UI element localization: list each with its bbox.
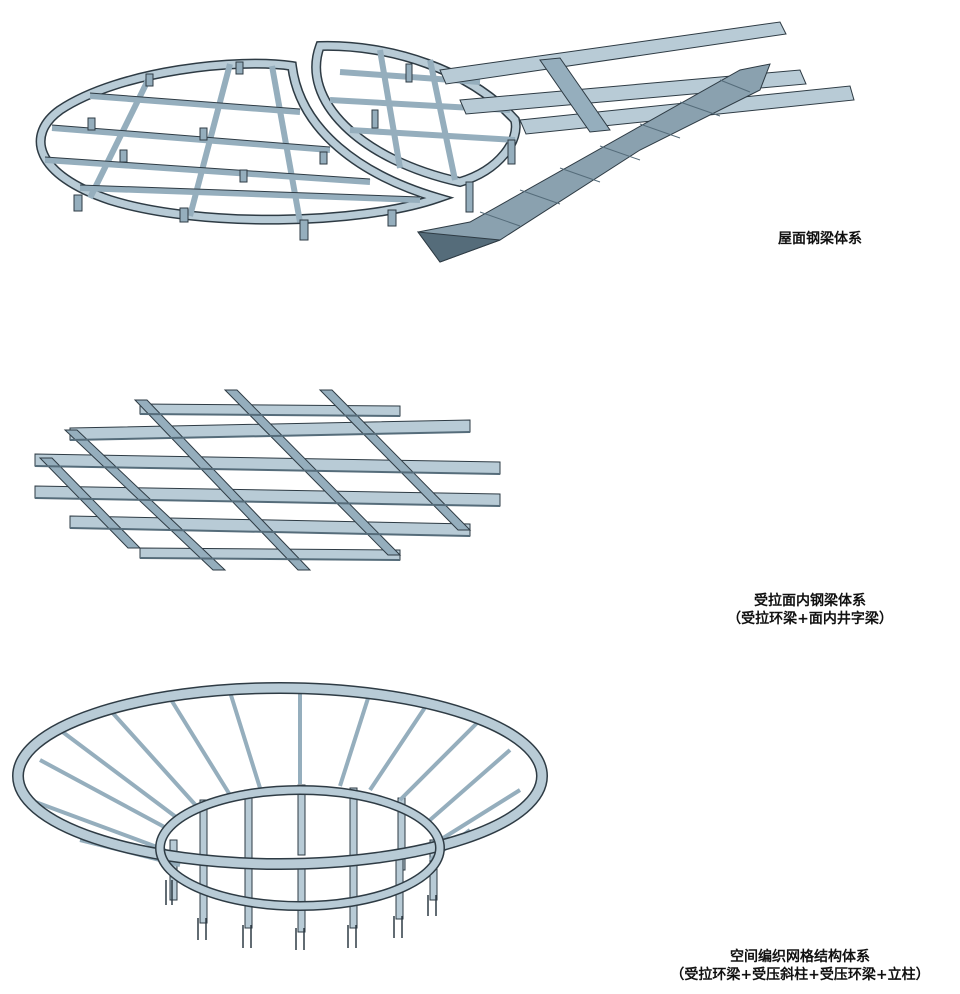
panel-3-caption: 空间编织网格结构体系 （受拉环梁+受压斜柱+受压环梁+立柱） xyxy=(650,948,950,984)
roof-stair xyxy=(416,63,771,263)
woven-grid-diagram xyxy=(12,682,548,950)
tension-grid-diagram xyxy=(34,389,501,571)
grid-cross-beams xyxy=(38,389,472,571)
panel-3-caption-line-1: 空间编织网格结构体系 xyxy=(730,949,870,965)
panel-woven-grid-system: 空间编织网格结构体系 （受拉环梁+受压斜柱+受压环梁+立柱） xyxy=(0,680,960,994)
panel-2-caption-line-2: （受拉环梁+面内井字梁） xyxy=(727,611,893,627)
panel-2-caption-line-1: 受拉面内钢梁体系 xyxy=(754,593,866,609)
panel-tension-grid-system: 受拉面内钢梁体系 （受拉环梁+面内井字梁） xyxy=(0,370,960,630)
panel-1-caption: 屋面钢梁体系 xyxy=(740,230,900,248)
roof-beam-diagram xyxy=(35,21,855,263)
roof-right-columns xyxy=(371,63,516,213)
roof-long-beams xyxy=(439,21,855,135)
panel-1-caption-line-1: 屋面钢梁体系 xyxy=(778,231,862,247)
panel-3-caption-line-2: （受拉环梁+受压斜柱+受压环梁+立柱） xyxy=(670,967,930,983)
panel-roof-beam-system: 屋面钢梁体系 xyxy=(0,0,960,300)
panel-2-caption: 受拉面内钢梁体系 （受拉环梁+面内井字梁） xyxy=(700,592,920,628)
woven-column-footings xyxy=(165,880,437,950)
roof-left-columns xyxy=(73,61,397,241)
